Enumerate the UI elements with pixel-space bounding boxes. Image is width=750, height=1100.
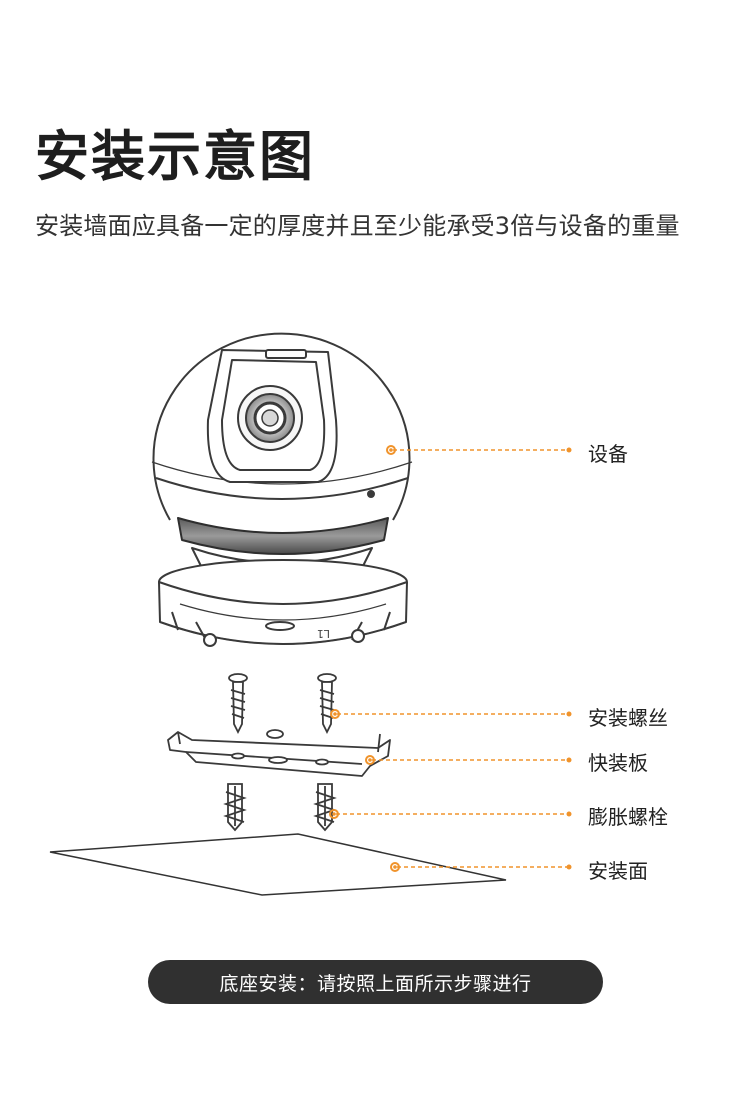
label-anchor: 膨胀螺栓 (588, 805, 668, 829)
anchor-left (223, 783, 247, 832)
callout-dots (329, 445, 572, 872)
label-plate: 快装板 (588, 751, 648, 775)
callout-leaders (336, 449, 568, 868)
quick-mount-plate-illustration (167, 729, 391, 777)
anchor-right (313, 783, 337, 832)
label-device: 设备 (588, 442, 628, 466)
screw-right (317, 673, 337, 735)
label-surface: 安装面 (588, 859, 648, 883)
footer-note-banner: 底座安装：请按照上面所示步骤进行 (148, 960, 603, 1004)
screw-left (228, 673, 248, 735)
base-marking: L1 (317, 627, 330, 640)
expansion-anchors-illustration (223, 783, 337, 832)
label-screw: 安装螺丝 (588, 706, 668, 730)
page-title: 安装示意图 (35, 125, 315, 188)
camera-device-illustration (151, 332, 413, 647)
mounting-screws-illustration (228, 673, 337, 735)
mounting-surface-illustration (49, 833, 507, 896)
footer-note-text: 底座安装：请按照上面所示步骤进行 (219, 972, 532, 995)
page-subtitle: 安装墙面应具备一定的厚度并且至少能承受3倍与设备的重量 (35, 212, 680, 240)
